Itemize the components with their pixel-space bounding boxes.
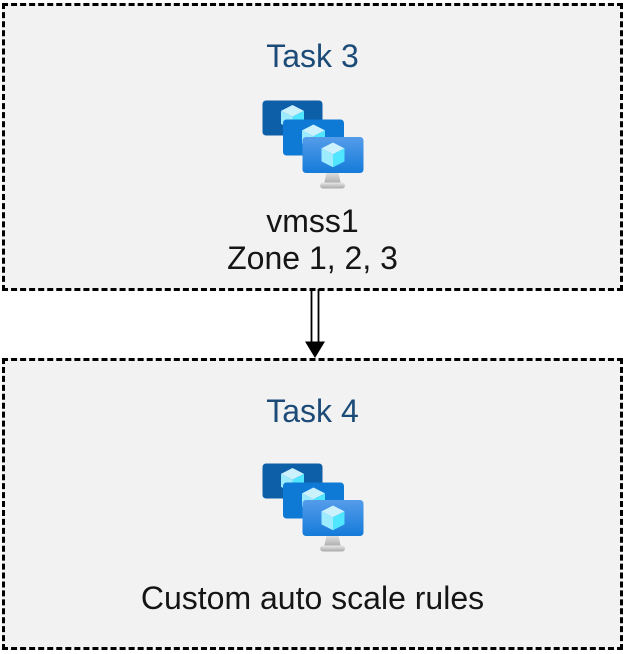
- task4-title: Task 4: [266, 393, 359, 429]
- task4-labels: Custom auto scale rules: [141, 580, 484, 617]
- task3-labels: vmss1 Zone 1, 2, 3: [227, 203, 398, 277]
- vm-scale-set-icon: [262, 100, 364, 193]
- task3-box: Task 3: [2, 3, 623, 291]
- autoscale-rules-label: Custom auto scale rules: [140, 580, 485, 616]
- task3-title: Task 3: [266, 38, 359, 74]
- arrowhead: [305, 341, 325, 358]
- vm-scale-set-icon: [262, 463, 364, 556]
- task4-box: Task 4 Custom auto scale rules: [2, 358, 623, 650]
- vmss-name-label: vmss1: [266, 203, 359, 239]
- vmss-zones-label: Zone 1, 2, 3: [227, 240, 398, 276]
- down-arrow-connector: [305, 289, 325, 358]
